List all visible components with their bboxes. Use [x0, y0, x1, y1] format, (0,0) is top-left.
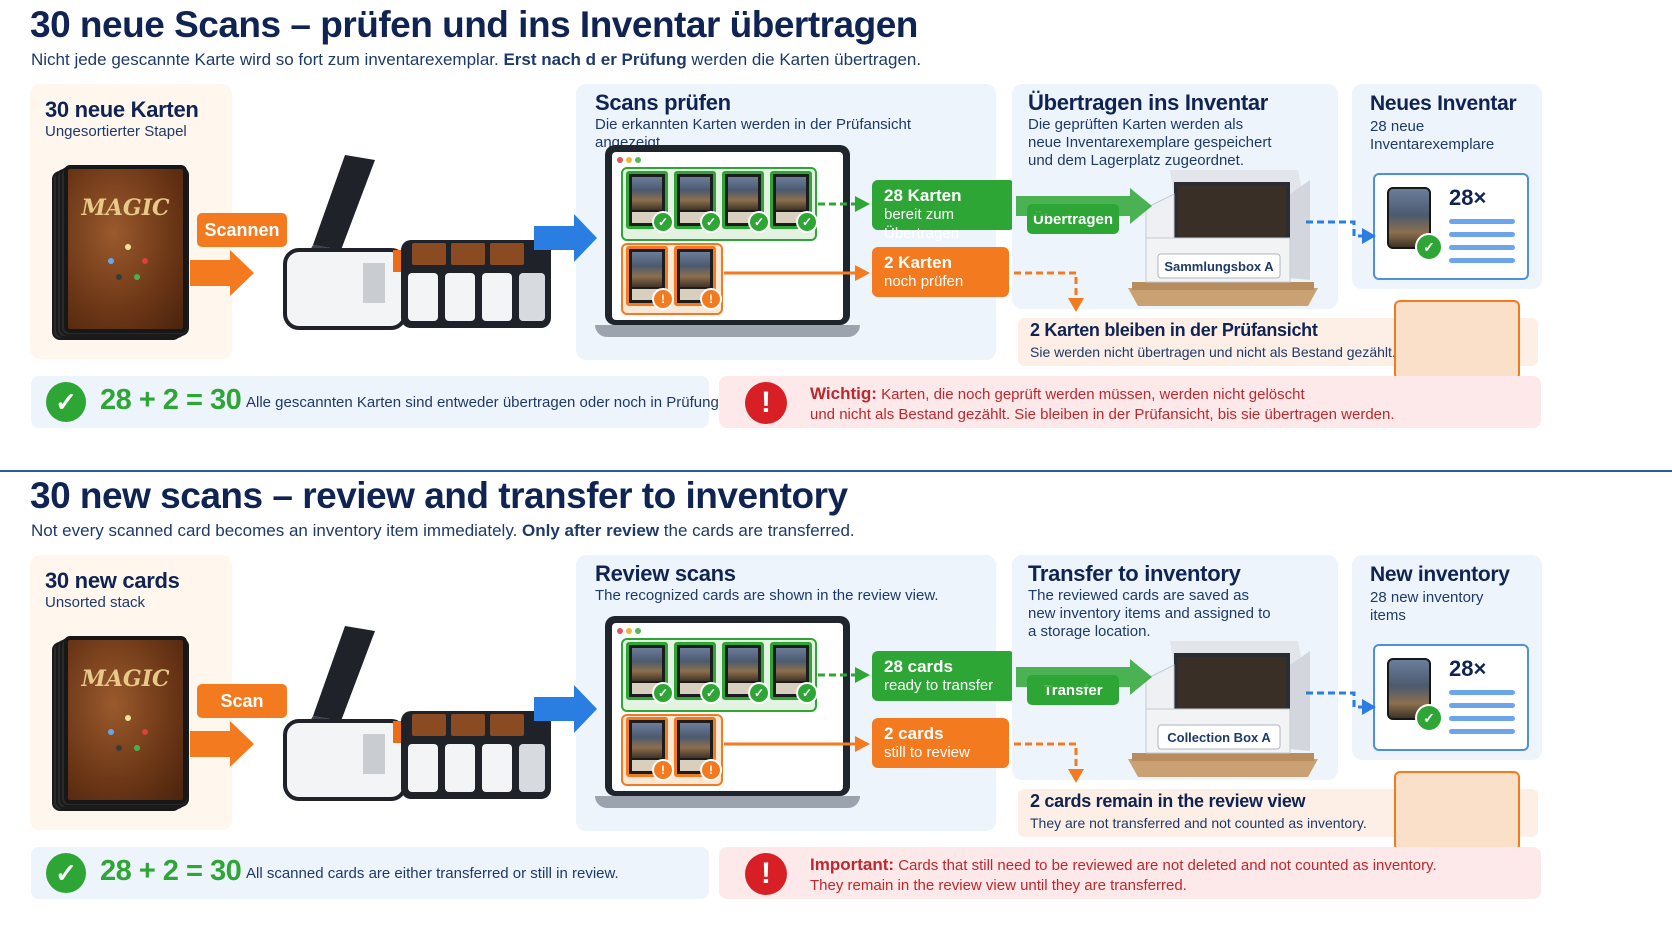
box-label: Collection Box A [1167, 729, 1271, 745]
section-subtitle: Not every scanned card becomes an invent… [31, 521, 855, 540]
inventory-title: New inventory [1370, 563, 1510, 586]
section-subtitle: Nicht jede gescannte Karte wird so fort … [31, 50, 922, 69]
warning-text: Important: Cards that still need to be r… [810, 855, 1437, 894]
stack-title: 30 new cards [45, 568, 180, 593]
collection-box: Sammlungsbox A [1128, 168, 1318, 308]
alert-icon: ! [652, 288, 674, 310]
inventory-text: 28 new inventory items [1370, 589, 1484, 624]
flow-arrows [190, 659, 1376, 783]
collection-box: Collection Box A [1128, 639, 1318, 779]
card-scanner [283, 155, 553, 330]
alert-icon: ! [652, 759, 674, 781]
check-icon: ✓ [700, 682, 722, 704]
mana-dots-icon [108, 244, 148, 284]
remain-text: Sie werden nicht übertragen und nicht al… [1030, 344, 1396, 360]
warning-text: Wichtig: Karten, die noch geprüft werden… [810, 384, 1395, 423]
scan-button[interactable]: Scannen [197, 213, 287, 247]
inventory-count: 28× [1449, 185, 1487, 210]
stack-title: 30 neue Karten [45, 97, 199, 122]
scanned-card [626, 246, 668, 306]
card-stack: MAGIC [52, 636, 189, 811]
transfer-text: The reviewed cards are saved as new inve… [1028, 587, 1271, 640]
warning-box [719, 376, 1541, 428]
inventory-title: Neues Inventar [1370, 92, 1517, 115]
remain-title: 2 Karten bleiben in der Prüfansicht [1030, 320, 1318, 340]
check-icon: ✓ [652, 211, 674, 233]
alert-icon: ! [700, 759, 722, 781]
transfer-text: Die geprüften Karten werden als neue Inv… [1028, 116, 1272, 169]
scanned-card [626, 717, 668, 777]
inventory-text: 28 neue Inventarexemplare [1370, 118, 1495, 153]
inventory-card: 28× ✓ [1373, 644, 1529, 751]
remain-title: 2 cards remain in the review view [1030, 791, 1306, 811]
section-divider [0, 470, 1672, 472]
check-circle-icon: ✓ [46, 853, 86, 893]
equation: 28 + 2 = 30 [100, 384, 242, 416]
check-icon: ✓ [652, 682, 674, 704]
stack-text: Ungesortierter Stapel [45, 123, 187, 140]
review-text: The recognized cards are shown in the re… [595, 587, 939, 604]
check-icon: ✓ [1415, 704, 1443, 732]
equation-text: Alle gescannten Karten sind entweder übe… [246, 394, 723, 411]
card-stack: MAGIC [52, 165, 189, 340]
warning-icon: ! [745, 853, 787, 895]
check-circle-icon: ✓ [46, 382, 86, 422]
mana-dots-icon [108, 715, 148, 755]
inventory-card: 28× ✓ [1373, 173, 1529, 280]
warning-icon: ! [745, 382, 787, 424]
alert-icon: ! [700, 288, 722, 310]
scan-button[interactable]: Scan [197, 684, 287, 718]
scanned-card [770, 171, 812, 229]
check-icon: ✓ [1415, 233, 1443, 261]
flow-arrows [190, 188, 1376, 312]
stack-text: Unsorted stack [45, 594, 146, 611]
remain-text: They are not transferred and not counted… [1030, 815, 1367, 831]
section-title: 30 neue Scans – prüfen und ins Inventar … [30, 4, 918, 45]
card-scanner [283, 626, 553, 801]
box-label: Sammlungsbox A [1164, 258, 1274, 274]
transfer-title: Übertragen ins Inventar [1028, 90, 1269, 115]
summary-bar [31, 847, 709, 899]
section-title: 30 new scans – review and transfer to in… [30, 475, 848, 516]
magic-card-logo: MAGIC [81, 666, 170, 692]
check-icon: ✓ [796, 211, 818, 233]
inventory-count: 28× [1449, 656, 1487, 681]
magic-card-logo: MAGIC [81, 195, 170, 221]
summary-bar [31, 376, 709, 428]
transfer-title: Transfer to inventory [1028, 561, 1241, 586]
scanned-card [626, 171, 668, 229]
check-icon: ✓ [748, 211, 770, 233]
section-en: 30 new scans – review and transfer to in… [0, 471, 1672, 941]
section-de: 30 neue Scans – prüfen und ins Inventar … [0, 0, 1672, 470]
review-title: Scans prüfen [595, 90, 731, 115]
equation: 28 + 2 = 30 [100, 855, 242, 887]
check-icon: ✓ [700, 211, 722, 233]
check-icon: ✓ [748, 682, 770, 704]
warning-box [719, 847, 1541, 899]
scanned-card [674, 642, 716, 700]
equation-text: All scanned cards are either transferred… [246, 865, 619, 882]
check-icon: ✓ [796, 682, 818, 704]
scanned-card [626, 642, 668, 700]
scanned-card [674, 246, 716, 306]
scanned-card [674, 171, 716, 229]
review-title: Review scans [595, 561, 736, 586]
